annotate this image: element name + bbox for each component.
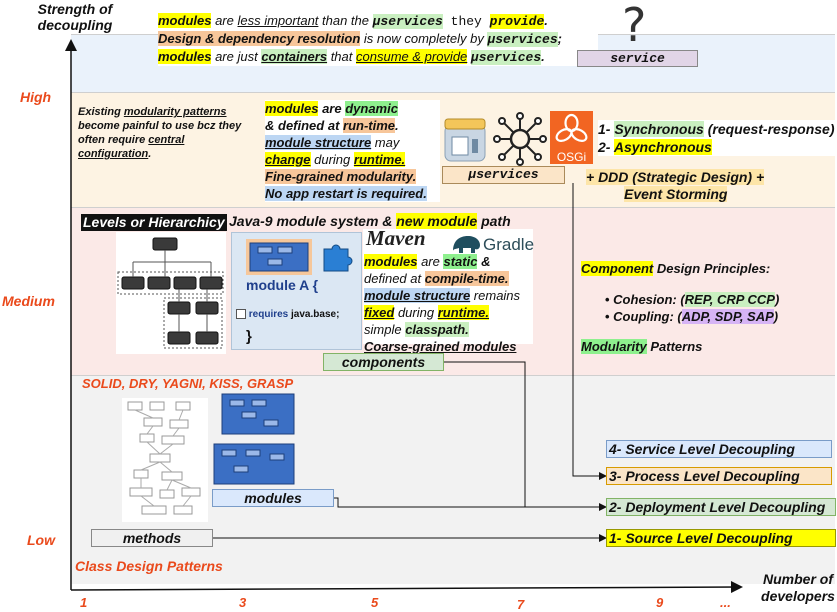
- x-tick-7: 7: [517, 597, 525, 612]
- microservices-box: µservices: [442, 166, 565, 184]
- sync-line: 1- Synchronous (request-response): [598, 121, 835, 137]
- ddd-note: + DDD (Strategic Design) + Event Stormin…: [586, 169, 765, 202]
- x-tick-more: ...: [720, 595, 731, 610]
- principles-title: Component Design Principles:: [581, 261, 771, 276]
- gradle-elephant-icon: [453, 236, 480, 253]
- level-medium: Medium: [2, 293, 55, 309]
- x-tick-5: 5: [371, 595, 379, 610]
- code-module-title: module A {: [246, 277, 319, 293]
- service-line-3: modules are just containers that consume…: [158, 49, 545, 65]
- decoupling-level-3: 3- Process Level Decoupling: [606, 467, 832, 485]
- modularity-pain-note: Existing modularity patterns become pain…: [78, 106, 242, 160]
- gradle-logo: Gradle: [483, 235, 535, 254]
- modularity-patterns: Modularity Patterns: [581, 339, 703, 354]
- level-low: Low: [27, 532, 55, 548]
- checkbox-icon: [236, 309, 246, 320]
- cohesion-item: • Cohesion: (REP, CRP CCP): [605, 292, 780, 307]
- osgi-emblem-icon: [555, 113, 588, 142]
- decoupling-level-1: 1- Source Level Decoupling: [606, 529, 836, 547]
- java9-line: Java-9 module system & new module path: [229, 213, 511, 229]
- level-high: High: [20, 89, 52, 105]
- x-tick-3: 3: [239, 595, 247, 610]
- levels-title: Levels or Hierarchicy: [81, 214, 227, 231]
- x-tick-1: 1: [80, 595, 88, 610]
- service-line-1: modules are less important than the µser…: [158, 13, 548, 29]
- class-design-patterns: Class Design Patterns: [75, 558, 223, 574]
- service-description: modules are less important than the µser…: [158, 12, 598, 66]
- service-line-2: Design & dependency resolution is now co…: [158, 31, 562, 47]
- components-description: modules are static & defined at compile-…: [364, 254, 521, 354]
- class-structure-diagram: [122, 398, 208, 522]
- network-hub-icon: [493, 112, 547, 166]
- connector-components: [443, 361, 607, 511]
- microservices-description: modules are dynamic & defined at run-tim…: [265, 100, 440, 202]
- methods-box: methods: [91, 529, 213, 547]
- osgi-label: OSGi: [556, 150, 587, 164]
- coupling-item: • Coupling: (ADP, SDP, SAP): [605, 309, 779, 324]
- container-icon: [444, 118, 486, 162]
- module-structure-diagram: [212, 392, 297, 488]
- puzzle-icon: [323, 244, 353, 272]
- async-line: 2- Asynchronous: [598, 139, 712, 155]
- module-blocks-icon: [246, 239, 312, 275]
- decoupling-level-4: 4- Service Level Decoupling: [606, 440, 832, 458]
- principles-solid: SOLID, DRY, YAGNI, KISS, GRASP: [82, 376, 294, 391]
- decoupling-level-2: 2- Deployment Level Decoupling: [606, 498, 836, 516]
- connector-modules: [333, 497, 605, 508]
- x-tick-9: 9: [656, 595, 664, 610]
- code-requires-line: requires java.base;: [236, 309, 339, 320]
- osgi-logo: OSGi: [550, 111, 593, 164]
- communication-styles: 1- Synchronous (request-response) 2- Asy…: [598, 120, 835, 156]
- module-code-card: module A { requires java.base; }: [231, 232, 362, 350]
- components-box: components: [323, 353, 444, 371]
- code-close-brace: }: [246, 328, 252, 345]
- modules-box: modules: [212, 489, 334, 507]
- connector-microservices: [572, 183, 607, 480]
- x-axis: [70, 581, 743, 594]
- hierarchy-diagram: [116, 232, 226, 354]
- question-mark-icon: ?: [622, 0, 647, 52]
- maven-logo: Maven: [366, 226, 426, 250]
- service-box: service: [577, 50, 698, 67]
- principles-list: • Cohesion: (REP, CRP CCP) • Coupling: (…: [605, 291, 779, 325]
